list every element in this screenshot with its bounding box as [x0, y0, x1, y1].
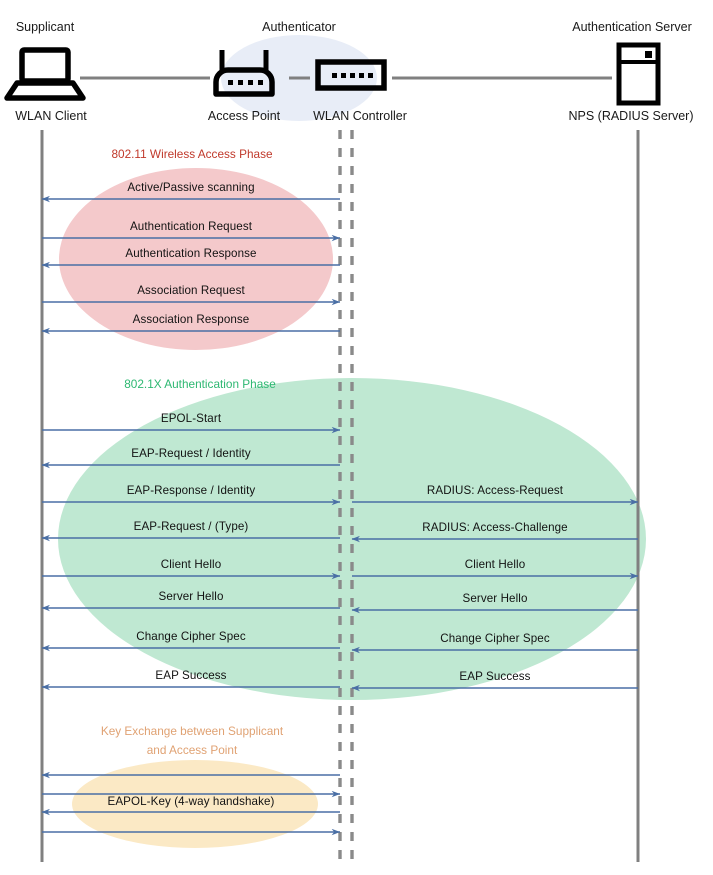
phase-ellipse-key-exchange	[72, 760, 318, 848]
message-arrows	[41, 195, 639, 836]
server-rack-icon	[616, 42, 661, 106]
msg-active-passive-scanning-label: Active/Passive scanning	[127, 181, 255, 194]
role-authentication-server-title: Authentication Server	[572, 20, 692, 34]
node-nps-radius-server-label: NPS (RADIUS Server)	[568, 109, 694, 123]
msg-eap-request-type-label: EAP-Request / (Type)	[133, 520, 249, 533]
msg-server-hello-right-label: Server Hello	[462, 592, 528, 605]
node-wlan-controller-label: WLAN Controller	[313, 109, 407, 123]
msg-eap-request-identity-label: EAP-Request / Identity	[131, 447, 251, 460]
msg-association-request-label: Association Request	[137, 284, 245, 297]
msg-radius-access-challenge-label: RADIUS: Access-Challenge	[422, 521, 568, 534]
wireless-access-point-icon	[213, 50, 275, 97]
msg-authentication-request-label: Authentication Request	[129, 220, 253, 233]
msg-client-hello-right-label: Client Hello	[464, 558, 526, 571]
msg-client-hello-left-label: Client Hello	[160, 558, 222, 571]
laptop-icon	[4, 47, 86, 101]
msg-server-hello-left-label: Server Hello	[158, 590, 224, 603]
msg-epol-start-label: EPOL-Start	[160, 412, 222, 425]
msg-change-cipher-spec-right-label: Change Cipher Spec	[440, 632, 550, 645]
wlan-controller-icon	[315, 59, 387, 91]
msg-eap-success-right-label: EAP Success	[459, 670, 531, 683]
msg-radius-access-request-label: RADIUS: Access-Request	[426, 484, 564, 497]
phase-label-80211: 802.11 Wireless Access Phase	[111, 147, 273, 161]
phase-label-key-exchange: Key Exchange between Supplicant and Acce…	[100, 724, 284, 757]
msg-eapol-key-4way-label: EAPOL-Key (4-way handshake)	[107, 795, 275, 808]
msg-authentication-response-label: Authentication Response	[125, 247, 257, 260]
msg-eap-success-left-label: EAP Success	[155, 669, 227, 682]
msg-eap-response-identity-label: EAP-Response / Identity	[126, 484, 256, 497]
role-supplicant-title: Supplicant	[15, 20, 75, 34]
role-authenticator-title: Authenticator	[262, 20, 336, 34]
node-access-point-label: Access Point	[207, 109, 281, 123]
msg-association-response-label: Association Response	[132, 313, 250, 326]
msg-change-cipher-spec-left-label: Change Cipher Spec	[136, 630, 246, 643]
phase-ellipse-80211	[59, 168, 333, 350]
node-wlan-client-label: WLAN Client	[15, 109, 87, 123]
phase-label-8021x: 802.1X Authentication Phase	[124, 377, 276, 391]
